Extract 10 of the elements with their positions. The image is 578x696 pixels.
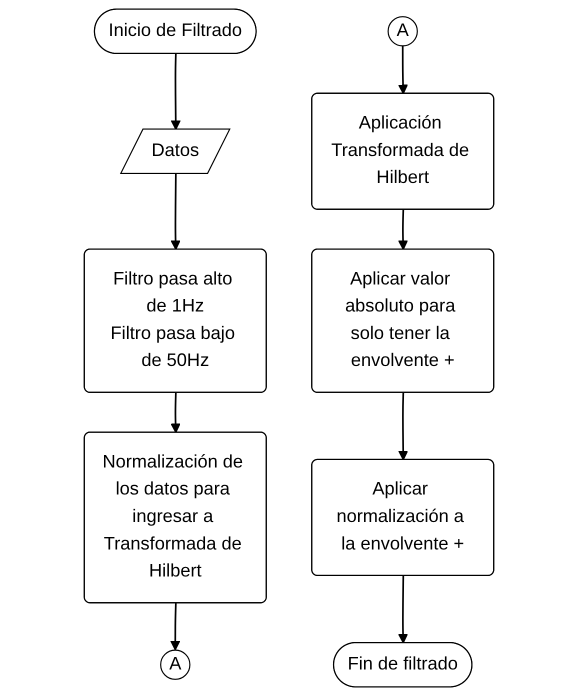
- arrow: [170, 603, 180, 651]
- arrow: [170, 54, 181, 130]
- arrow: [398, 210, 408, 250]
- arrow: [170, 174, 181, 250]
- arrow: [398, 576, 408, 644]
- arrow: [398, 46, 408, 94]
- node-circle: A: [388, 16, 418, 46]
- arrow: [170, 392, 181, 434]
- node-circle: A: [160, 650, 190, 680]
- arrow: [398, 392, 408, 460]
